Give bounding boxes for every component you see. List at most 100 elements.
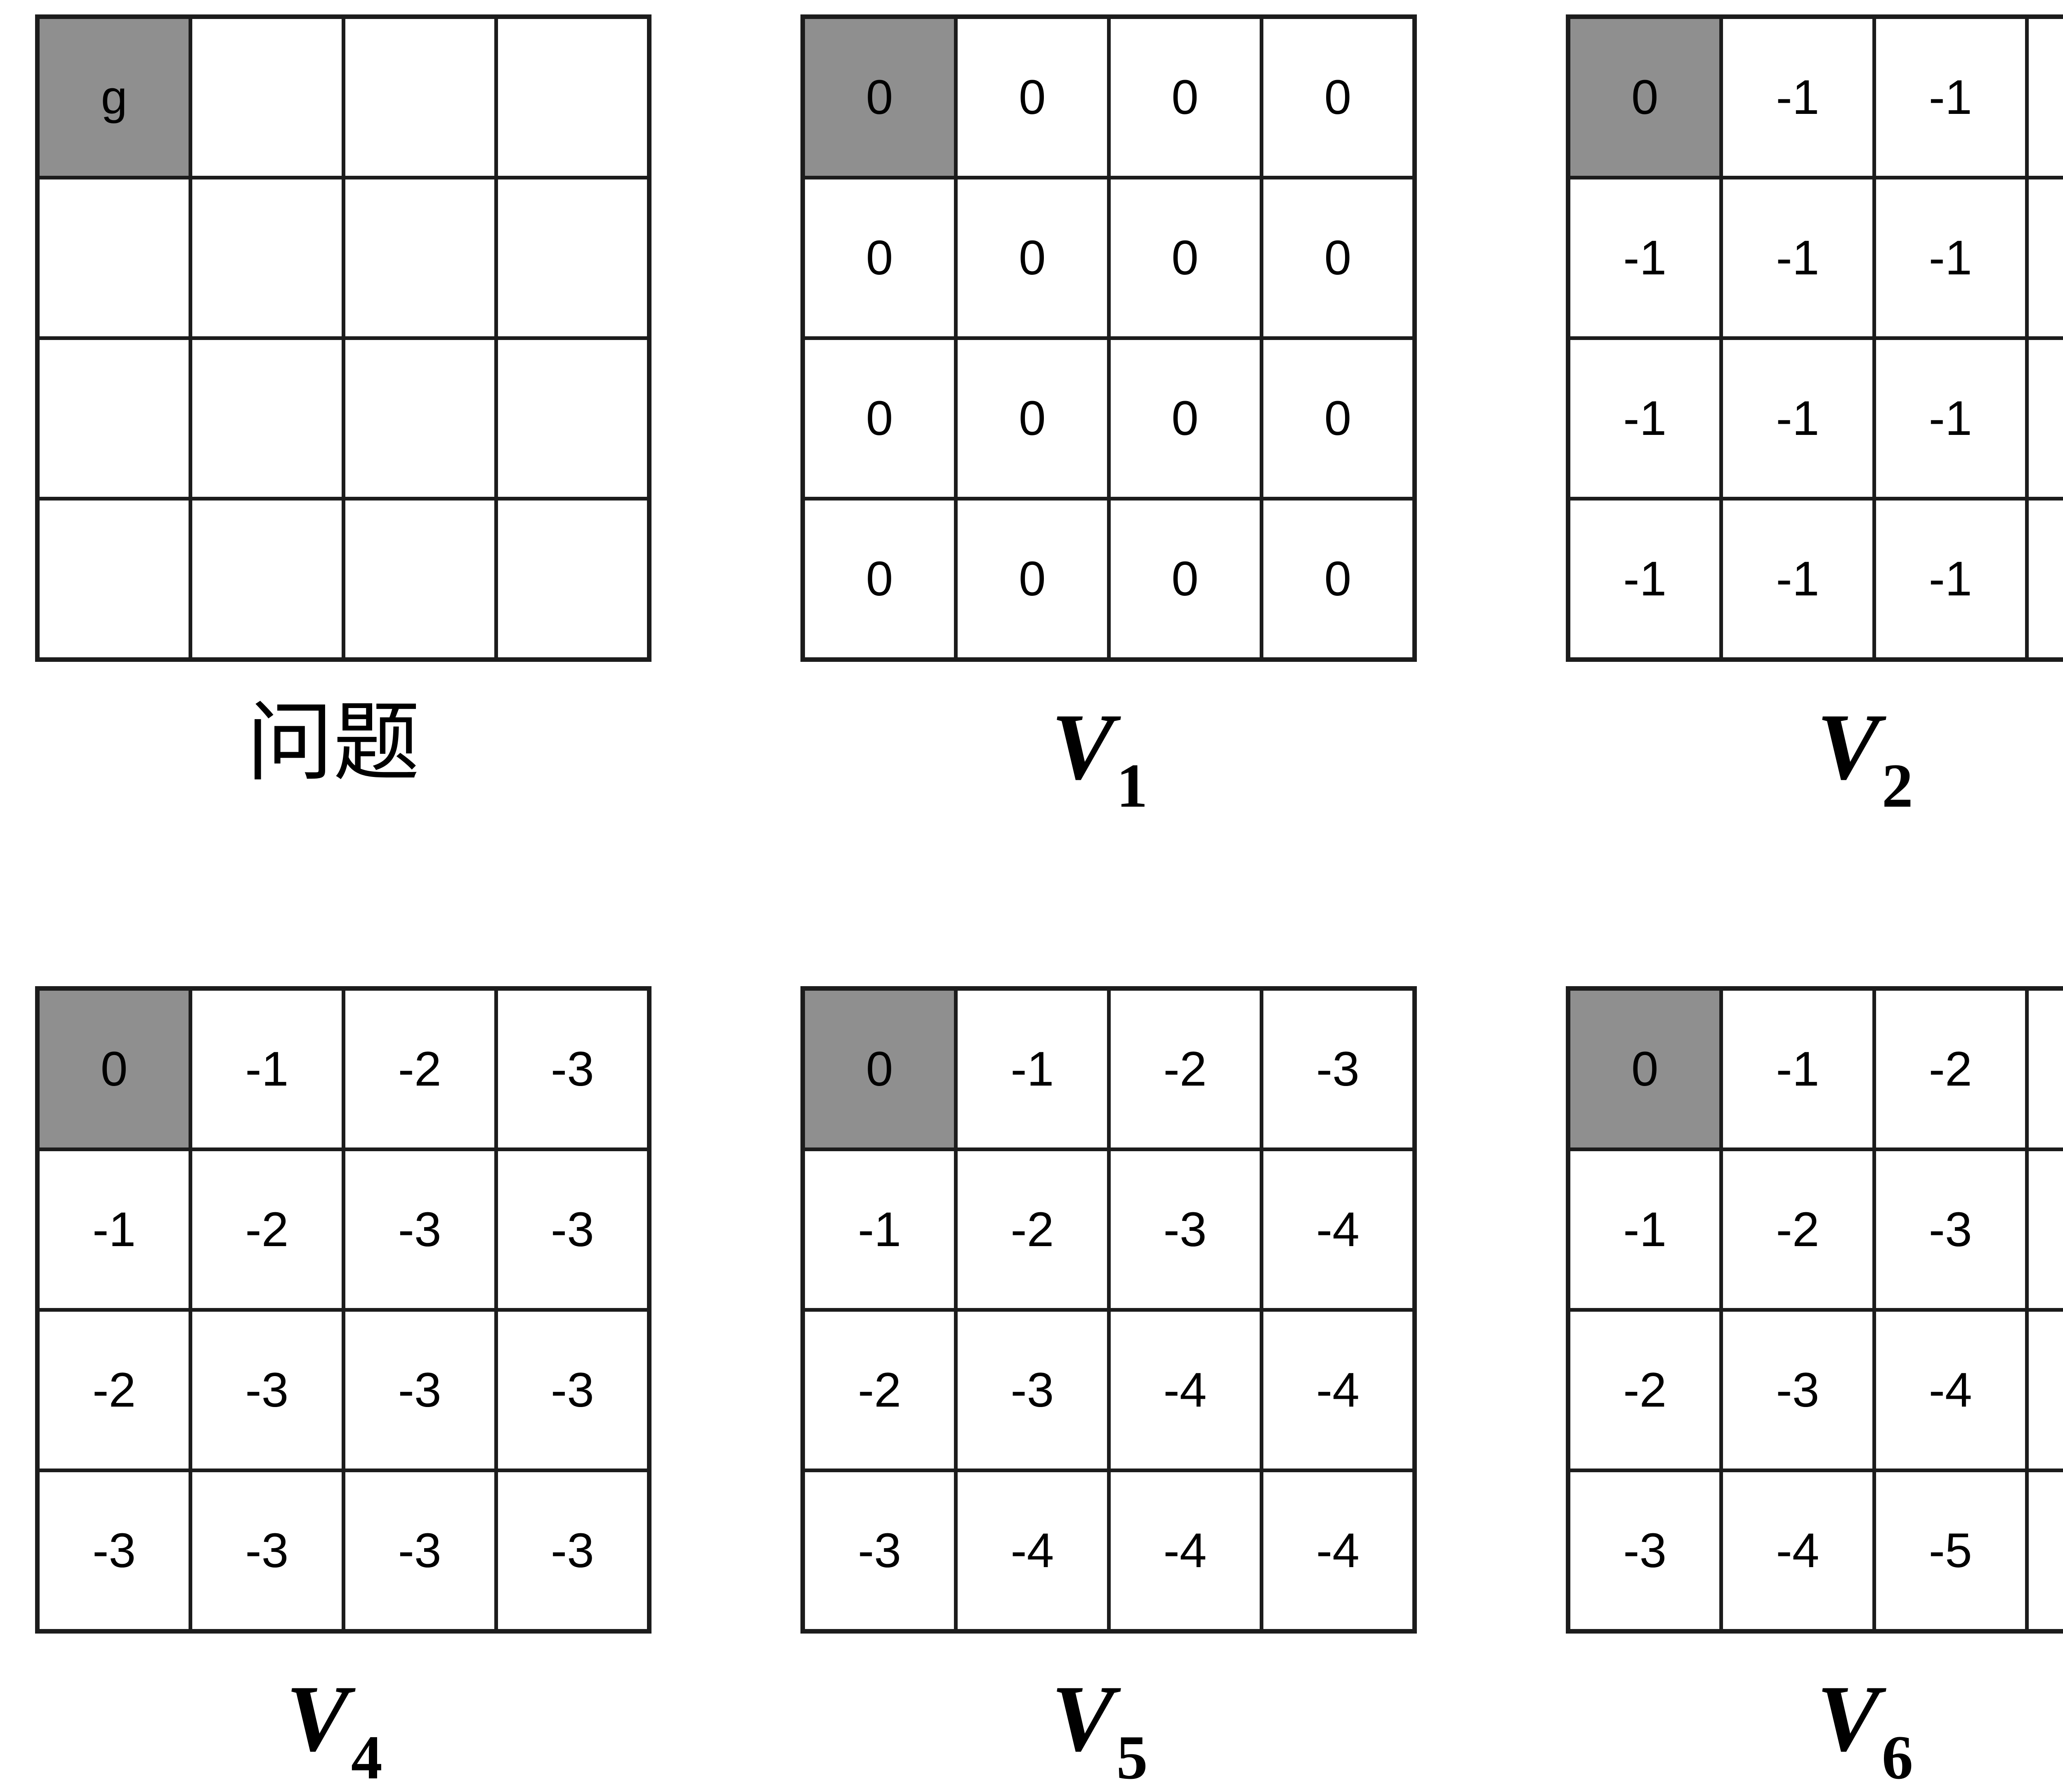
- grid-cell-value: -2: [343, 989, 496, 1150]
- grid-caption-v2: V2: [1566, 699, 2063, 809]
- grid-cell-value: -3: [1874, 1150, 2027, 1310]
- grid-cell-value: -2: [38, 1310, 191, 1471]
- grid-row: 0-1-1-1: [1568, 17, 2063, 178]
- grid-cell-value: -3: [496, 1150, 649, 1310]
- grid-cell-value: -3: [38, 1471, 191, 1631]
- grid-cell-value: -1: [1568, 1150, 1721, 1310]
- grid-cell-empty: [191, 17, 343, 178]
- grid-cell-value: -1: [1874, 178, 2027, 338]
- value-grid-v6: 0-1-2-3-1-2-3-4-2-3-4-5-3-4-5-5: [1566, 986, 2063, 1634]
- grid-cell-value: -2: [956, 1150, 1109, 1310]
- grid-caption-v4: V4: [35, 1671, 631, 1780]
- grid-cell-value: -1: [956, 989, 1109, 1150]
- grid-cell-empty: [191, 499, 343, 660]
- grid-cell-value: -1: [191, 989, 343, 1150]
- caption-subscript: 1: [1116, 751, 1148, 820]
- grid-row: -2-3-4-4: [803, 1310, 1415, 1471]
- grid-cell-value: 0: [1109, 17, 1261, 178]
- grid-row: -1-1-1-1: [1568, 178, 2063, 338]
- grid-row: 0-1-2-3: [38, 989, 649, 1150]
- grid-row: -2-3-4-5: [1568, 1310, 2063, 1471]
- grid-row: -1-2-3-3: [38, 1150, 649, 1310]
- grid-cell-value: 0: [1109, 178, 1261, 338]
- grid-cell-value: -4: [956, 1471, 1109, 1631]
- grid-cell-value: 0: [38, 989, 191, 1150]
- caption-subscript: 6: [1882, 1723, 1913, 1792]
- grid-cell-value: -3: [1109, 1150, 1261, 1310]
- grid-cell-empty: [343, 178, 496, 338]
- grid-cell-value: -2: [191, 1150, 343, 1310]
- grid-cell-value: -3: [496, 989, 649, 1150]
- grid-cell-value: -3: [2027, 989, 2063, 1150]
- grid-cell-value: -2: [803, 1310, 956, 1471]
- grid-cell-value: -3: [343, 1471, 496, 1631]
- grid-caption-v5: V5: [800, 1671, 1397, 1780]
- grid-row: -1-1-1-1: [1568, 499, 2063, 660]
- grid-cell-value: g: [38, 17, 191, 178]
- grid-cell-value: -4: [1261, 1471, 1414, 1631]
- grid-cell-value: -1: [1721, 338, 1874, 499]
- grid-cell-value: -4: [2027, 1150, 2063, 1310]
- caption-symbol: V: [1051, 1666, 1114, 1771]
- grid-row: 0-1-2-3: [1568, 989, 2063, 1150]
- grid-row: [38, 338, 649, 499]
- grid-cell-empty: [496, 17, 649, 178]
- grid-caption-v6: V6: [1566, 1671, 2063, 1780]
- grid-cell-value: -4: [1261, 1150, 1414, 1310]
- grid-cell-value: -3: [803, 1471, 956, 1631]
- grid-cell-value: 0: [1109, 338, 1261, 499]
- grid-cell-value: -3: [956, 1310, 1109, 1471]
- grid-cell-empty: [343, 17, 496, 178]
- grid-cell-value: -3: [496, 1310, 649, 1471]
- value-grid-v2: 0-1-1-1-1-1-1-1-1-1-1-1-1-1-1-1: [1566, 14, 2063, 662]
- grid-cell-value: 0: [956, 499, 1109, 660]
- grid-cell-value: -4: [1721, 1471, 1874, 1631]
- grid-cell-value: -1: [2027, 499, 2063, 660]
- grid-cell-value: -2: [1568, 1310, 1721, 1471]
- grid-cell-empty: [38, 178, 191, 338]
- grid-row: -2-3-3-3: [38, 1310, 649, 1471]
- grid-cell-value: -2: [1109, 989, 1261, 1150]
- grid-cell-empty: [38, 338, 191, 499]
- grid-cell-value: 0: [1261, 178, 1414, 338]
- grid-row: -3-4-4-4: [803, 1471, 1415, 1631]
- grid-row: [38, 499, 649, 660]
- value-grid-problem: g: [35, 14, 651, 662]
- grid-cell-value: 0: [1568, 17, 1721, 178]
- grid-cell-value: -3: [191, 1471, 343, 1631]
- grid-row: [38, 178, 649, 338]
- grid-panel-v6: 0-1-2-3-1-2-3-4-2-3-4-5-3-4-5-5V6: [1566, 986, 2063, 1634]
- grid-cell-value: -1: [38, 1150, 191, 1310]
- grid-cell-empty: [496, 178, 649, 338]
- grid-cell-value: -3: [1721, 1310, 1874, 1471]
- grid-cell-value: -1: [1568, 499, 1721, 660]
- grid-cell-value: -1: [2027, 17, 2063, 178]
- grid-cell-value: -3: [1261, 989, 1414, 1150]
- grid-row: -1-1-1-1: [1568, 338, 2063, 499]
- grid-cell-empty: [496, 499, 649, 660]
- grid-row: g: [38, 17, 649, 178]
- grid-cell-empty: [38, 499, 191, 660]
- grid-cell-value: 0: [1261, 338, 1414, 499]
- grid-cell-value: -1: [2027, 178, 2063, 338]
- grid-cell-value: 0: [803, 989, 956, 1150]
- grid-cell-value: -1: [803, 1150, 956, 1310]
- grid-cell-empty: [343, 338, 496, 499]
- grid-cell-value: 0: [803, 17, 956, 178]
- caption-symbol: V: [1051, 694, 1114, 799]
- grid-cell-value: 0: [956, 178, 1109, 338]
- grid-cell-value: -5: [1874, 1471, 2027, 1631]
- grid-cell-value: -1: [1874, 499, 2027, 660]
- grid-cell-value: -3: [343, 1150, 496, 1310]
- grid-cell-value: 0: [803, 178, 956, 338]
- grid-cell-value: -1: [1568, 338, 1721, 499]
- grid-panel-v2: 0-1-1-1-1-1-1-1-1-1-1-1-1-1-1-1V2: [1566, 14, 2063, 662]
- grid-row: -3-3-3-3: [38, 1471, 649, 1631]
